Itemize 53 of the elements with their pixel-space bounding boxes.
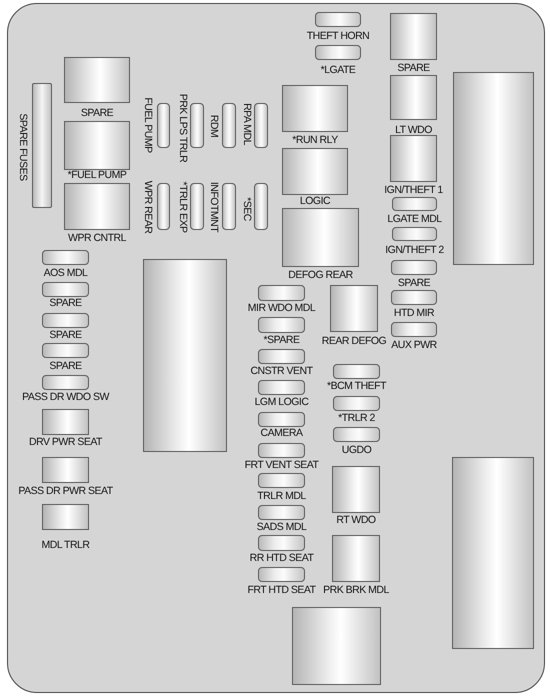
fuse-label: IGN/THEFT 1 — [384, 184, 443, 196]
fuse-label: RPA MDL — [241, 103, 253, 145]
fuse-label: SPARE — [49, 297, 82, 309]
fuse-label: *SEC — [241, 197, 253, 221]
fuse-label: AUX PWR — [391, 339, 437, 351]
fuse-label: SPARE FUSES — [17, 113, 29, 181]
fuse-label: REAR DEFOG — [322, 335, 386, 347]
fuse-label: LGM LOGIC — [254, 396, 308, 408]
fuse-label: DEFOG REAR — [288, 269, 353, 281]
fuse-label: IGN/THEFT 2 — [385, 244, 444, 256]
fuse-label: UGDO — [342, 444, 372, 456]
fuse-label: MIR WDO MDL — [248, 302, 316, 314]
fuse-label: TRLR MDL — [257, 490, 306, 502]
fuse-label: RT WDO — [336, 514, 376, 526]
fuse-label: SPARE — [80, 107, 114, 119]
fuse-label: AOS MDL — [44, 267, 88, 279]
fuse-label: *TRLR EXP — [177, 182, 189, 232]
fuse-label: SPARE — [49, 329, 82, 341]
fuse-label: *RUN RLY — [292, 134, 338, 146]
fuse-label: RR HTD SEAT — [250, 552, 314, 564]
fuse-label: WPR CNTRL — [68, 232, 126, 244]
relay-slot — [292, 607, 381, 685]
fuse-label: PRK BRK MDL — [323, 584, 389, 596]
relay-slot — [453, 72, 534, 265]
fuse-label: *SPARE — [264, 334, 300, 346]
relay-slot — [452, 457, 534, 649]
fuse-label: WPR REAR — [142, 180, 154, 234]
fuse-label: HTD MIR — [394, 307, 434, 319]
fuse-label: THEFT HORN — [306, 30, 370, 42]
fuse-label: LGATE MDL — [387, 213, 442, 225]
fuse-label: SADS MDL — [256, 521, 306, 533]
fuse-label: FRT HTD SEAT — [247, 584, 316, 596]
fuse-label: *BCM THEFT — [327, 380, 386, 392]
fuse-label: SPARE — [398, 277, 430, 289]
fuse-label: PASS DR WDO SW — [22, 391, 109, 403]
fuse-label: LOGIC — [300, 195, 330, 207]
fuse-label: INFOTMNT — [208, 182, 220, 232]
fuse-label: FRT VENT SEAT — [244, 459, 318, 471]
fuse-label: PASS DR PWR SEAT — [18, 485, 113, 497]
fuse-label: DRV PWR SEAT — [29, 436, 102, 448]
fuse-label: FUEL PUMP — [142, 97, 154, 153]
fuse-label: RDM — [208, 114, 220, 138]
fuse-label: LT WDO — [395, 124, 432, 136]
fuse-label: SPARE — [49, 360, 82, 372]
fuse-label: *TRLR 2 — [338, 412, 375, 424]
relay-slot — [143, 259, 227, 452]
fuse-label: SPARE — [397, 62, 430, 74]
fuse-label: *LGATE — [320, 64, 356, 76]
fuse-label: CNSTR VENT — [250, 365, 313, 377]
fuse-label: PRK LPS TRLR — [177, 94, 189, 162]
fuse-label: CAMERA — [260, 427, 302, 439]
fuse-label: *FUEL PUMP — [68, 169, 126, 181]
fuse-label: MDL TRLR — [42, 539, 90, 551]
